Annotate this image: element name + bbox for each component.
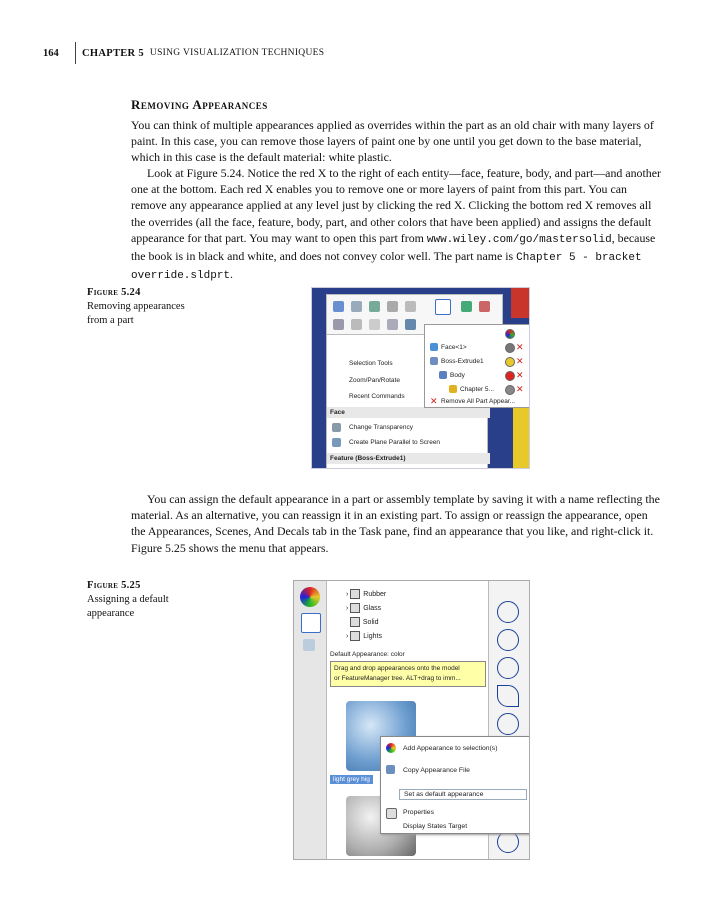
folder-icon	[349, 617, 360, 627]
paragraph-2: Look at Figure 5.24. Notice the red X to…	[131, 165, 661, 284]
toolbar-icon[interactable]	[333, 319, 344, 330]
feature-swatch	[505, 357, 515, 367]
figure-1-caption: Figure 5.24 Removing appearances from a …	[87, 286, 207, 328]
appearance-icon[interactable]	[435, 299, 451, 315]
menu-item-recent[interactable]: Recent Commands	[349, 393, 405, 400]
body-icon	[439, 371, 447, 379]
figure-1-caption-text: Removing appearances from a part	[87, 301, 185, 326]
copy-icon	[386, 765, 395, 774]
context-toolbar	[326, 294, 503, 336]
remove-all-x-icon[interactable]: ✕	[430, 396, 438, 406]
menu-copy-appearance[interactable]: Copy Appearance File	[403, 767, 470, 774]
model-red-face	[511, 288, 529, 318]
submenu-face[interactable]: Face<1>	[441, 344, 467, 351]
menu-display-states[interactable]: Display States Target	[403, 823, 468, 830]
body-swatch	[505, 371, 515, 381]
transparency-icon	[332, 423, 341, 432]
default-appearance-label: Default Appearance: color	[330, 651, 405, 658]
folder-icon	[350, 603, 361, 613]
view-tab-icon[interactable]	[303, 639, 315, 651]
paragraph-3: You can assign the default appearance in…	[131, 492, 660, 555]
task-pane-tabs	[294, 581, 327, 859]
toolbar-icon[interactable]	[479, 301, 490, 312]
folder-icon	[350, 631, 361, 641]
url-link[interactable]: www.wiley.com/go/mastersolid	[426, 233, 612, 246]
add-appearance-icon	[386, 743, 396, 753]
remove-body-x-icon[interactable]: ✕	[516, 370, 524, 380]
appearance-swatch	[505, 329, 515, 339]
chapter-title: USING VISUALIZATION TECHNIQUES	[149, 48, 325, 58]
menu-set-default-appearance[interactable]: Set as default appearance	[399, 789, 527, 800]
folder-icon	[350, 589, 361, 599]
face-icon	[430, 343, 438, 351]
chapter-label: CHAPTER 5	[82, 47, 144, 59]
circle-tool-icon[interactable]	[497, 713, 519, 735]
menu-item-zoom[interactable]: Zoom/Pan/Rotate	[349, 377, 400, 384]
paragraph-2-text-b: , because the book is in black and white…	[131, 230, 656, 264]
menu-item-change-transparency[interactable]: Change Transparency	[349, 424, 413, 431]
toolbar-icon[interactable]	[369, 301, 380, 312]
part-swatch	[505, 385, 515, 395]
paragraph-1: You can think of multiple appearances ap…	[131, 118, 654, 165]
toolbar-icon[interactable]	[387, 319, 398, 330]
remove-feature-x-icon[interactable]: ✕	[516, 356, 524, 366]
menu-add-appearance[interactable]: Add Appearance to selection(s)	[403, 745, 498, 752]
tree-item-rubber[interactable]: › Rubber	[346, 589, 387, 599]
figure-2-label: Figure 5.25	[87, 580, 141, 591]
appearance-submenu: Face<1> ✕ Boss-Extrude1 ✕ Body ✕ Chapter…	[424, 324, 529, 408]
submenu-body[interactable]: Body	[450, 372, 465, 379]
toolbar-icon[interactable]	[369, 319, 380, 330]
face-swatch	[505, 343, 515, 353]
toolbar-icon[interactable]	[351, 319, 362, 330]
arc-tool-icon[interactable]	[497, 657, 519, 679]
running-header: 164 CHAPTER 5 USING VISUALIZATION TECHNI…	[43, 42, 324, 64]
figure-2-screenshot: › Rubber › Glass Solid › Lights Default …	[293, 580, 530, 860]
feature-icon	[430, 357, 438, 365]
thumbnail-label: light grey hig	[330, 775, 373, 784]
figure-2-caption: Figure 5.25 Assigning a default appearan…	[87, 579, 207, 621]
tree-item-solid[interactable]: Solid	[346, 617, 378, 627]
tooltip-line-1: Drag and drop appearances onto the model	[334, 665, 460, 672]
ellipse-tool-icon[interactable]	[497, 601, 519, 623]
part-icon	[449, 385, 457, 393]
paragraph-2-text-a: Look at Figure 5.24. Notice the red X to…	[131, 166, 661, 245]
tree-item-lights[interactable]: › Lights	[346, 631, 382, 641]
header-divider	[75, 42, 76, 64]
circle-tool-icon[interactable]	[497, 629, 519, 651]
figure-1-screenshot: Selection Tools Zoom/Pan/Rotate Recent C…	[311, 287, 530, 469]
submenu-part[interactable]: Chapter 5...	[460, 386, 494, 393]
toolbar-icon[interactable]	[387, 301, 398, 312]
toolbar-icon[interactable]	[405, 319, 416, 330]
menu-item-selection-tools[interactable]: Selection Tools	[349, 360, 393, 367]
submenu-remove-all[interactable]: Remove All Part Appear...	[441, 398, 516, 405]
spline-tool-icon[interactable]	[497, 685, 519, 707]
menu-properties[interactable]: Properties	[403, 809, 434, 816]
section-heading: Removing Appearances	[131, 97, 268, 112]
part-filename: Chapter 5 - bracket override.sldprt	[131, 252, 642, 283]
toolbar-icon[interactable]	[461, 301, 472, 312]
toolbar-icon[interactable]	[405, 301, 416, 312]
menu-item-create-plane[interactable]: Create Plane Parallel to Screen	[349, 439, 441, 446]
tree-item-glass[interactable]: › Glass	[346, 603, 382, 613]
menu-section-feature: Feature (Boss-Extrude1)	[327, 453, 490, 464]
appearances-tab-icon[interactable]	[300, 587, 320, 607]
remove-part-x-icon[interactable]: ✕	[516, 384, 524, 394]
paragraph-2-text-c: .	[230, 267, 234, 282]
tooltip: Drag and drop appearances onto the model…	[330, 661, 486, 687]
toolbar-icon[interactable]	[333, 301, 344, 312]
submenu-feature[interactable]: Boss-Extrude1	[441, 358, 484, 365]
appearance-context-menu: Add Appearance to selection(s) Copy Appe…	[380, 736, 529, 834]
figure-1-label: Figure 5.24	[87, 287, 141, 298]
properties-tab-icon[interactable]	[301, 613, 321, 633]
figure-2-caption-text: Assigning a default appearance	[87, 594, 169, 619]
page-number: 164	[43, 47, 59, 59]
toolbar-icon[interactable]	[351, 301, 362, 312]
circle-tool-icon[interactable]	[497, 831, 519, 853]
remove-face-x-icon[interactable]: ✕	[516, 342, 524, 352]
properties-icon	[386, 808, 397, 819]
menu-section-face: Face	[327, 407, 490, 418]
plane-icon	[332, 438, 341, 447]
tooltip-line-2: or FeatureManager tree. ALT+drag to imm.…	[334, 675, 461, 682]
